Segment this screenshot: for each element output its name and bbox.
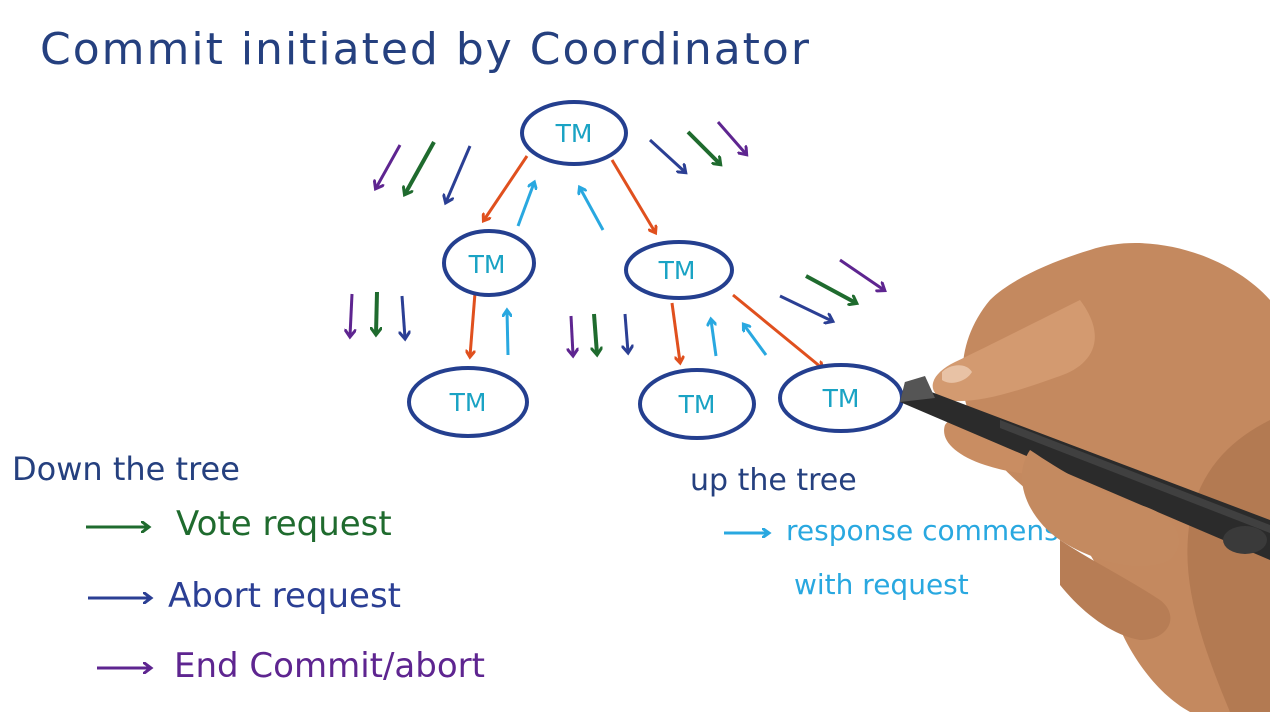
tm-node-root: TM [520, 100, 628, 166]
diagram-title: Commit initiated by Coordinator [40, 24, 811, 75]
edge-midright-to-leafright [732, 293, 822, 368]
tm-node-label: TM [822, 384, 860, 413]
legend-abort-request: Abort request [168, 576, 401, 616]
edge-midright-to-leafmid [670, 302, 680, 362]
tm-node-label: TM [678, 390, 716, 419]
tm-node-mid-right: TM [624, 240, 734, 300]
tm-node-label: TM [468, 250, 506, 279]
edge-root-to-midleft [484, 155, 529, 220]
message-arrows-root-left [376, 141, 472, 202]
message-arrows-midright-left [571, 313, 628, 355]
tm-node-label: TM [658, 256, 696, 285]
legend-down-heading: Down the tree [12, 450, 240, 488]
edge-midleft-to-leafleft [470, 292, 477, 356]
tm-node-leaf-right: TM [778, 363, 904, 433]
message-arrows-midright-right [779, 258, 884, 321]
message-arrows-root-right [648, 121, 746, 172]
legend-response-line2: with request [794, 568, 969, 601]
tm-node-leaf-middle: TM [638, 368, 756, 440]
tm-node-mid-left: TM [442, 229, 536, 297]
legend-end-commit-abort: End Commit/abort [174, 646, 485, 686]
edge-up-leafleft-to-midleft [507, 311, 508, 356]
tm-node-leaf-left: TM [407, 366, 529, 438]
hand-holding-marker-icon [900, 243, 1270, 712]
edge-up-leafright-to-midright [744, 325, 768, 356]
legend-up-heading: up the tree [690, 463, 857, 498]
message-arrows-midleft [350, 291, 405, 338]
edge-root-to-midright [610, 159, 655, 232]
tm-node-label: TM [449, 388, 487, 417]
edge-up-leafmid-to-midright [711, 320, 718, 357]
tm-node-label: TM [555, 119, 593, 148]
legend-vote-request: Vote request [176, 504, 392, 544]
edge-up-midright-to-root [580, 188, 605, 231]
edge-up-midleft-to-root [516, 183, 534, 227]
